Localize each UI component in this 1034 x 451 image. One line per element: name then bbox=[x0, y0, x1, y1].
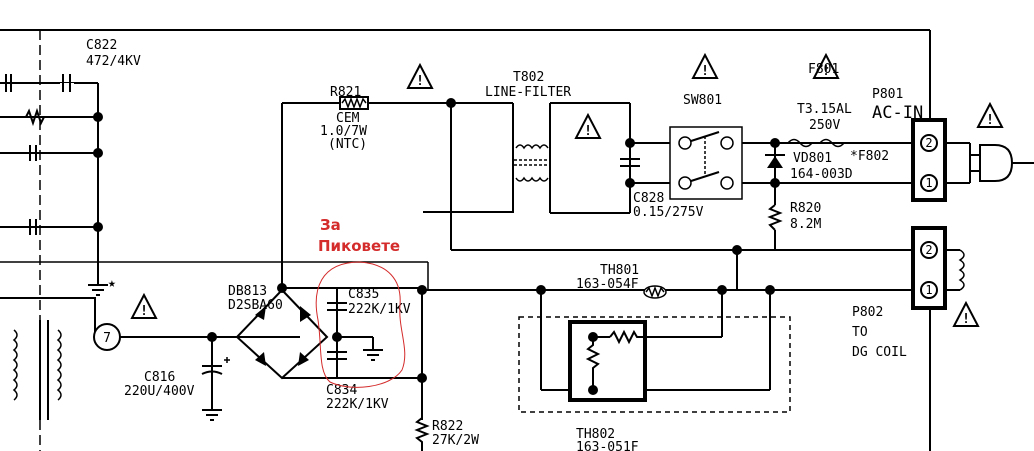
sw801-label: SW801 bbox=[683, 93, 722, 108]
r822-label: R822 bbox=[432, 419, 463, 434]
left-section: ★ C822 472/4KV 7 bbox=[0, 30, 428, 451]
diode-icon: VD801 164-003D bbox=[765, 151, 853, 182]
t802-type: LINE-FILTER bbox=[485, 85, 571, 100]
ground-icon bbox=[363, 337, 383, 361]
warning-triangle-icon: ! bbox=[406, 62, 434, 89]
t802-line-filter: T802 LINE-FILTER bbox=[485, 70, 571, 182]
annotation-line-2: Пиковете bbox=[318, 237, 400, 255]
svg-text:1: 1 bbox=[925, 283, 932, 297]
svg-text:1: 1 bbox=[925, 176, 932, 190]
main-transformer bbox=[0, 297, 96, 420]
th801-value: 163-054F bbox=[576, 277, 639, 292]
r821-ntc-resistor: R821 CEM 1.0/7W (NTC) bbox=[320, 85, 369, 152]
r820-value: 8.2M bbox=[790, 217, 821, 232]
p801-label: P801 bbox=[872, 87, 903, 102]
c816-value: 220U/400V bbox=[124, 384, 195, 399]
r821-ntc: (NTC) bbox=[328, 137, 367, 152]
svg-text:!: ! bbox=[986, 113, 994, 128]
c822-capacitor bbox=[60, 74, 74, 92]
warning-triangle-icon: ! bbox=[691, 52, 719, 79]
vd801-value: 164-003D bbox=[790, 167, 853, 182]
warning-triangle-icon: ! bbox=[976, 101, 1004, 128]
warning-triangle-icon: ! bbox=[130, 292, 158, 319]
th801-thermistor: TH801 163-054F bbox=[576, 263, 667, 299]
svg-text:!: ! bbox=[584, 124, 592, 139]
ground-icon bbox=[202, 409, 222, 421]
svg-text:2: 2 bbox=[925, 136, 932, 150]
plug-icon bbox=[945, 142, 1034, 184]
c835-capacitor: C835 222K/1KV bbox=[327, 287, 411, 317]
c828-value: 0.15/275V bbox=[633, 205, 704, 220]
c834-value: 222K/1KV bbox=[326, 397, 389, 412]
c834-label: C834 bbox=[326, 383, 357, 398]
p802-dest: DG COIL bbox=[852, 345, 907, 360]
f801-label: F801 bbox=[808, 62, 839, 77]
f802-label: *F802 bbox=[850, 149, 889, 164]
r821-type: CEM bbox=[336, 111, 360, 126]
c822-value: 472/4KV bbox=[86, 54, 141, 69]
warning-triangle-icon: ! bbox=[952, 300, 980, 327]
c816-label: C816 bbox=[144, 370, 175, 385]
r822-resistor: R822 27K/2W bbox=[414, 417, 479, 451]
star-mark: ★ bbox=[108, 276, 116, 291]
th802-thermistor: TH802 163-051F bbox=[518, 316, 791, 451]
p801-connector: 2 1 P801 AC-IN bbox=[872, 87, 947, 202]
svg-text:7: 7 bbox=[103, 331, 111, 346]
svg-text:!: ! bbox=[701, 64, 709, 79]
th802-label: TH802 bbox=[576, 427, 615, 442]
ground-icon bbox=[88, 284, 108, 296]
annotation-line-1: За bbox=[320, 216, 341, 234]
th802-value: 163-051F bbox=[576, 440, 639, 451]
c822-label: C822 bbox=[86, 38, 117, 53]
p802-connector: 2 1 P802 TO DG COIL bbox=[852, 226, 947, 360]
svg-text:!: ! bbox=[416, 74, 424, 89]
db813-bridge-rectifier: DB813 D2SBA60 bbox=[228, 284, 329, 380]
f801-value-a: T3.15AL bbox=[797, 102, 852, 117]
c828-label: C828 bbox=[633, 191, 664, 206]
svg-text:!: ! bbox=[140, 304, 148, 319]
c834-capacitor: C834 222K/1KV bbox=[326, 351, 389, 412]
c835-value: 222K/1KV bbox=[348, 302, 411, 317]
r820-label: R820 bbox=[790, 201, 821, 216]
warning-triangle-icon: ! bbox=[574, 112, 602, 139]
c835-label: C835 bbox=[348, 287, 379, 302]
db813-value: D2SBA60 bbox=[228, 298, 283, 313]
sw801-switch: SW801 bbox=[669, 93, 743, 200]
svg-text:!: ! bbox=[962, 312, 970, 327]
warning-triangle-icon: ! bbox=[812, 52, 840, 79]
svg-text:2: 2 bbox=[925, 243, 932, 257]
r820-resistor: R820 8.2M bbox=[767, 201, 821, 232]
node-7-marker: 7 bbox=[93, 323, 121, 351]
r822-value: 27K/2W bbox=[432, 433, 479, 448]
t802-label: T802 bbox=[513, 70, 544, 85]
p802-label: P802 bbox=[852, 305, 883, 320]
r821-value: 1.0/7W bbox=[320, 124, 367, 139]
th801-label: TH801 bbox=[600, 263, 639, 278]
r821-label: R821 bbox=[330, 85, 361, 100]
vd801-label: VD801 bbox=[793, 151, 832, 166]
wiring bbox=[120, 98, 930, 420]
f801-fuse: F801 T3.15AL 250V *F802 bbox=[787, 62, 889, 164]
f801-value-v: 250V bbox=[809, 118, 840, 133]
left-caps bbox=[5, 74, 45, 235]
c828-capacitor: C828 0.15/275V bbox=[620, 158, 704, 220]
coil-icon bbox=[945, 249, 965, 291]
c816-capacitor: C816 220U/400V bbox=[124, 357, 230, 399]
p801-type: AC-IN bbox=[872, 103, 923, 123]
db813-label: DB813 bbox=[228, 284, 267, 299]
p802-to: TO bbox=[852, 325, 868, 340]
svg-text:!: ! bbox=[822, 64, 830, 79]
handwritten-annotation: За Пиковете bbox=[315, 216, 406, 388]
